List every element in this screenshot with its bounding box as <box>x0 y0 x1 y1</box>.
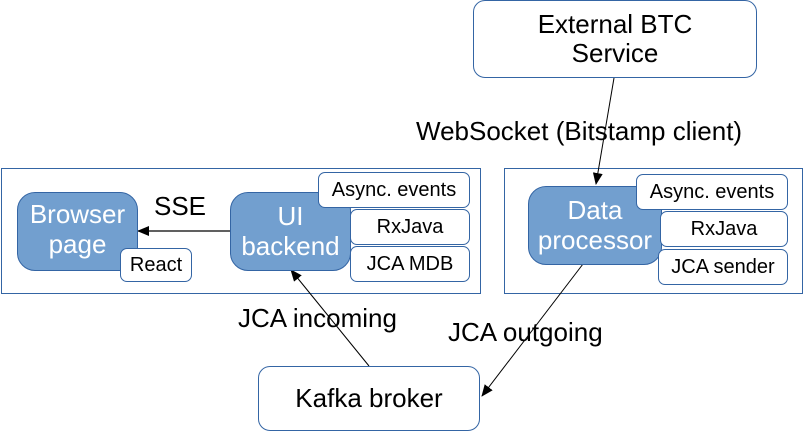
ui-group-frame <box>1 168 481 294</box>
ui-backend-tag-rxjava: RxJava <box>350 209 470 245</box>
data-processor-tag-jca-sender: JCA sender <box>658 249 788 285</box>
data-processor-label-line1: Data <box>567 195 623 226</box>
external-service-label-line1: External BTC <box>537 8 693 39</box>
processor-group-frame <box>504 168 803 294</box>
jca-incoming-label: JCA incoming <box>238 303 397 333</box>
browser-page-label-line2: page <box>48 228 107 259</box>
jca-outgoing-arrow <box>481 263 584 397</box>
ui-backend-node[interactable]: UI backend <box>230 192 351 271</box>
websocket-label: WebSocket (Bitstamp client) <box>416 116 743 146</box>
data-processor-label-line2: processor <box>537 224 653 255</box>
browser-page-label-line1: Browser <box>29 199 126 230</box>
jca-incoming-arrow <box>290 269 370 367</box>
ui-backend-label-line1: UI <box>277 201 304 232</box>
ui-backend-tag-jca-mdb: JCA MDB <box>350 246 470 282</box>
external-service-label-line2: Service <box>571 38 659 68</box>
ui-backend-tag-async-events: Async. events <box>318 172 470 208</box>
kafka-broker-label: Kafka broker <box>295 382 443 413</box>
ui-backend-label-line2: backend <box>241 230 340 261</box>
react-tag: React <box>120 248 192 282</box>
data-processor-tag-async-events: Async. events <box>636 174 788 210</box>
kafka-broker-node[interactable]: Kafka broker <box>258 366 480 431</box>
websocket-arrow <box>592 77 615 185</box>
jca-outgoing-label: JCA outgoing <box>448 317 603 347</box>
external-btc-service-node[interactable]: External BTC Service <box>473 0 757 78</box>
sse-label: SSE <box>154 191 207 221</box>
browser-page-node[interactable]: Browser page <box>17 192 138 271</box>
data-processor-tag-rxjava: RxJava <box>660 211 788 247</box>
